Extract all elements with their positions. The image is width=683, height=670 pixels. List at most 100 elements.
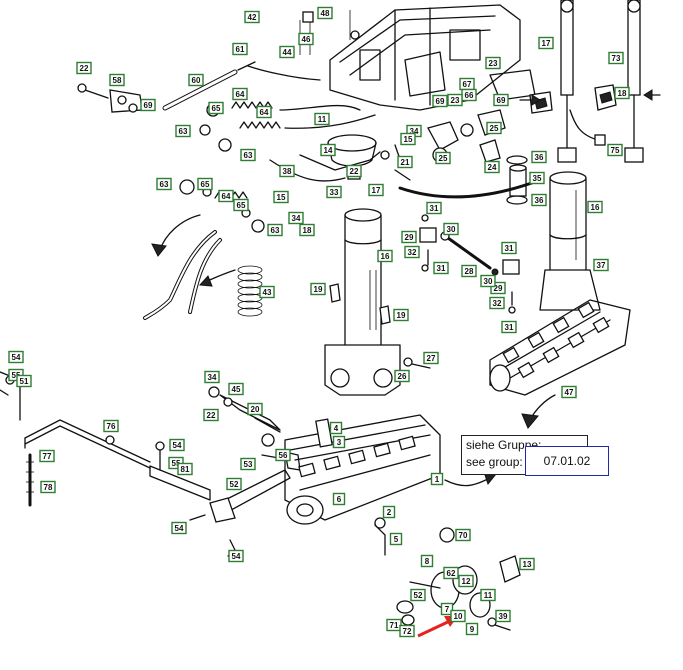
- callout-label: 36: [535, 196, 544, 205]
- callout-36: 36: [531, 193, 547, 207]
- callout-label: 60: [192, 76, 201, 85]
- callout-label: 34: [208, 373, 217, 382]
- callout-label: 65: [212, 104, 221, 113]
- callout-label: 19: [314, 285, 323, 294]
- bushing-35: [509, 164, 527, 197]
- group-reference-link[interactable]: 07.01.02: [525, 446, 609, 476]
- callout-label: 67: [463, 80, 472, 89]
- callout-20: 20: [247, 402, 263, 416]
- callout-71: 71: [386, 618, 402, 632]
- callout-label: 70: [459, 531, 468, 540]
- callout-81: 81: [177, 462, 193, 476]
- callout-label: 54: [175, 524, 184, 533]
- callout-25: 25: [435, 151, 451, 165]
- callout-label: 65: [201, 180, 210, 189]
- callout-label: 16: [381, 252, 390, 261]
- callout-67: 67: [459, 77, 475, 91]
- callout-15: 15: [400, 132, 416, 146]
- callout-label: 33: [330, 188, 339, 197]
- callout-label: 16: [591, 203, 600, 212]
- callout-label: 11: [484, 591, 493, 600]
- callout-17: 17: [538, 36, 554, 50]
- callout-29: 29: [490, 281, 506, 295]
- callout-65: 65: [233, 198, 249, 212]
- callout-44: 44: [279, 45, 295, 59]
- callout-label: 42: [248, 13, 257, 22]
- callout-label: 25: [439, 154, 448, 163]
- bolt-22-assembly: [77, 83, 109, 99]
- highlight-arrow: [417, 618, 453, 638]
- callout-label: 11: [318, 115, 327, 124]
- callout-label: 27: [427, 354, 436, 363]
- callout-48: 48: [317, 6, 333, 20]
- callout-label: 63: [160, 180, 169, 189]
- callout-label: 15: [404, 135, 413, 144]
- callout-label: 8: [425, 557, 430, 566]
- callout-label: 43: [263, 288, 272, 297]
- callout-label: 26: [398, 372, 407, 381]
- column-16-right: [539, 171, 601, 311]
- callout-label: 44: [283, 48, 292, 57]
- callout-label: 54: [232, 552, 241, 561]
- callout-label: 69: [436, 97, 445, 106]
- callout-label: 58: [113, 76, 122, 85]
- callout-label: 71: [390, 621, 399, 630]
- callout-24: 24: [484, 160, 500, 174]
- callout-39: 39: [495, 609, 511, 623]
- callout-22: 22: [203, 408, 219, 422]
- callout-label: 2: [387, 508, 392, 517]
- callout-label: 76: [107, 422, 116, 431]
- callout-19: 19: [393, 308, 409, 322]
- callout-label: 69: [497, 96, 506, 105]
- rod-78: [26, 453, 34, 507]
- callout-label: 63: [179, 127, 188, 136]
- callout-47: 47: [561, 385, 577, 399]
- callout-5: 5: [389, 532, 403, 546]
- callout-7: 7: [440, 602, 454, 616]
- callout-label: 10: [454, 612, 463, 621]
- callout-56: 56: [275, 448, 291, 462]
- callout-label: 35: [533, 174, 542, 183]
- callout-label: 4: [334, 424, 339, 433]
- callout-label: 15: [277, 193, 286, 202]
- callout-label: 54: [12, 353, 21, 362]
- callout-label: 73: [612, 54, 621, 63]
- callout-label: 55: [172, 459, 181, 468]
- callout-label: 64: [236, 90, 245, 99]
- callout-64: 64: [218, 189, 234, 203]
- callout-33: 33: [326, 185, 342, 199]
- reference-label-en: see group:: [466, 455, 523, 469]
- callout-label: 47: [565, 388, 574, 397]
- callout-64: 64: [256, 105, 272, 119]
- callout-label: 24: [488, 163, 497, 172]
- callout-53: 53: [240, 457, 256, 471]
- callout-14: 14: [320, 143, 336, 157]
- callout-label: 14: [324, 146, 333, 155]
- callout-label: 17: [542, 39, 551, 48]
- callout-label: 37: [597, 261, 606, 270]
- callout-label: 75: [611, 146, 620, 155]
- callout-label: 54: [173, 441, 182, 450]
- callout-label: 12: [462, 577, 471, 586]
- callout-label: 5: [394, 535, 399, 544]
- callout-label: 78: [44, 483, 53, 492]
- callout-52: 52: [410, 588, 426, 602]
- callout-54: 54: [169, 438, 185, 452]
- callout-60: 60: [188, 73, 204, 87]
- callout-label: 30: [484, 277, 493, 286]
- callout-label: 21: [401, 158, 410, 167]
- callout-69: 69: [493, 93, 509, 107]
- callout-42: 42: [244, 10, 260, 24]
- callout-34: 34: [288, 211, 304, 225]
- callout-65: 65: [208, 101, 224, 115]
- callout-8: 8: [420, 554, 434, 568]
- callout-9: 9: [465, 622, 479, 636]
- callout-label: 72: [403, 627, 412, 636]
- callout-label: 29: [405, 233, 414, 242]
- callout-45: 45: [228, 382, 244, 396]
- callout-label: 48: [321, 9, 330, 18]
- callout-label: 31: [505, 244, 514, 253]
- callout-label: 23: [489, 59, 498, 68]
- callout-34: 34: [204, 370, 220, 384]
